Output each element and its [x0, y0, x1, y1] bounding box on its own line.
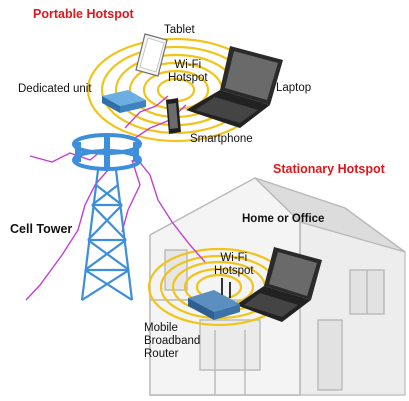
stationary-hotspot-heading: Stationary Hotspot	[273, 162, 385, 176]
dedicated-unit-icon	[102, 90, 146, 113]
router-label-line: Broadband	[144, 335, 201, 347]
wifi-hotspot-label-bottom: Wi-Fi Hotspot	[214, 252, 254, 278]
smartphone-icon	[166, 98, 181, 134]
cell-tower-label: Cell Tower	[10, 222, 73, 236]
wifi-hotspot-label-top: Wi-Fi Hotspot	[168, 59, 208, 85]
laptop-label: Laptop	[276, 82, 312, 94]
laptop-icon	[236, 247, 322, 322]
tablet-icon	[135, 33, 168, 77]
cell-tower-icon	[72, 133, 142, 301]
tablet-label: Tablet	[164, 24, 195, 36]
router-label-line: Router	[144, 348, 179, 360]
laptop-icon	[186, 46, 283, 128]
router-label: Mobile Broadband Router	[144, 322, 200, 361]
dedicated-unit-label: Dedicated unit	[18, 83, 92, 95]
router-icon	[188, 278, 240, 320]
hotspot-label-line: Hotspot	[168, 72, 208, 84]
home-or-office-label: Home or Office	[242, 213, 325, 225]
house-icon	[149, 177, 406, 396]
hotspot-label-line: Hotspot	[214, 265, 254, 277]
router-label-line: Mobile	[144, 322, 178, 334]
wifi-label-line: Wi-Fi	[174, 59, 202, 71]
portable-hotspot-heading: Portable Hotspot	[33, 7, 134, 21]
wifi-label-line: Wi-Fi	[220, 252, 248, 264]
smartphone-label: Smartphone	[190, 133, 253, 145]
